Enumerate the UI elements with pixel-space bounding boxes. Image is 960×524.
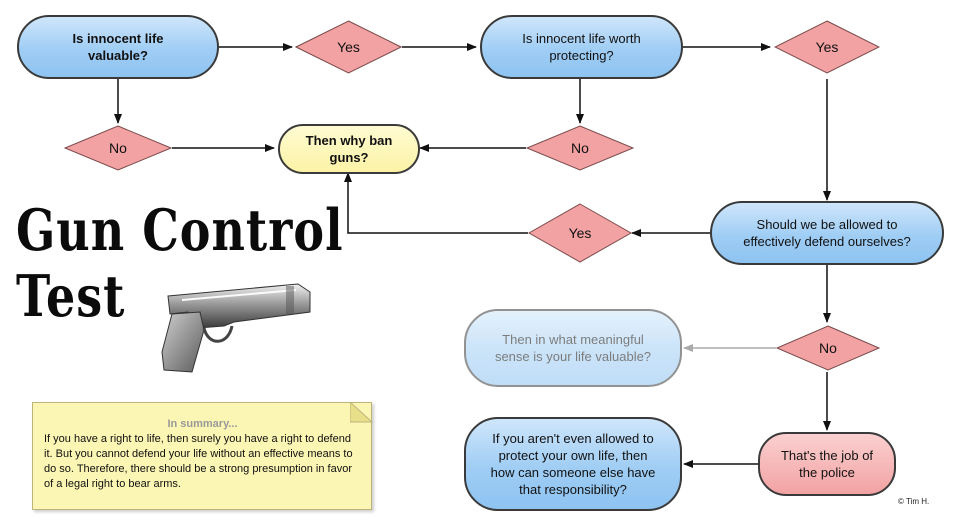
decision-no-3: No bbox=[776, 325, 880, 371]
decision-no-2: No bbox=[526, 125, 634, 171]
decision-no-3-label: No bbox=[819, 340, 837, 356]
node-q1-innocent-life-valuable: Is innocent life valuable? bbox=[17, 15, 219, 79]
decision-yes-1: Yes bbox=[295, 20, 402, 74]
summary-curl bbox=[350, 402, 374, 423]
credit: © Tim H. bbox=[898, 497, 930, 506]
decision-yes-3-label: Yes bbox=[568, 225, 592, 241]
decision-yes-1-label: Yes bbox=[337, 39, 360, 55]
title-line-2: Test bbox=[16, 262, 126, 330]
node-job-of-police: That's the job of the police bbox=[758, 432, 896, 496]
title-line-1: Gun Control bbox=[16, 196, 344, 264]
node-q3-defend-ourselves: Should we be allowed to effectively defe… bbox=[710, 201, 944, 265]
decision-yes-2: Yes bbox=[774, 20, 880, 74]
node-meaningful-sense: Then in what meaningful sense is your li… bbox=[464, 309, 682, 387]
decision-no-1: No bbox=[64, 125, 172, 171]
summary-note: In summary... If you have a right to lif… bbox=[32, 402, 372, 510]
summary-text: If you have a right to life, then surely… bbox=[44, 433, 353, 490]
summary-heading: In summary... bbox=[167, 418, 238, 430]
decision-no-1-label: No bbox=[109, 140, 127, 156]
arrow-yes3-ban bbox=[344, 172, 528, 234]
node-someone-else-responsibility: If you aren't even allowed to protect yo… bbox=[464, 417, 682, 511]
pistol-illustration bbox=[161, 283, 311, 373]
decision-yes-2-label: Yes bbox=[815, 39, 839, 55]
node-q2-life-worth-protecting: Is innocent life worth protecting? bbox=[480, 15, 683, 79]
node-then-why-ban-guns: Then why ban guns? bbox=[278, 124, 420, 174]
decision-no-2-label: No bbox=[571, 140, 589, 156]
decision-yes-3: Yes bbox=[528, 203, 632, 263]
